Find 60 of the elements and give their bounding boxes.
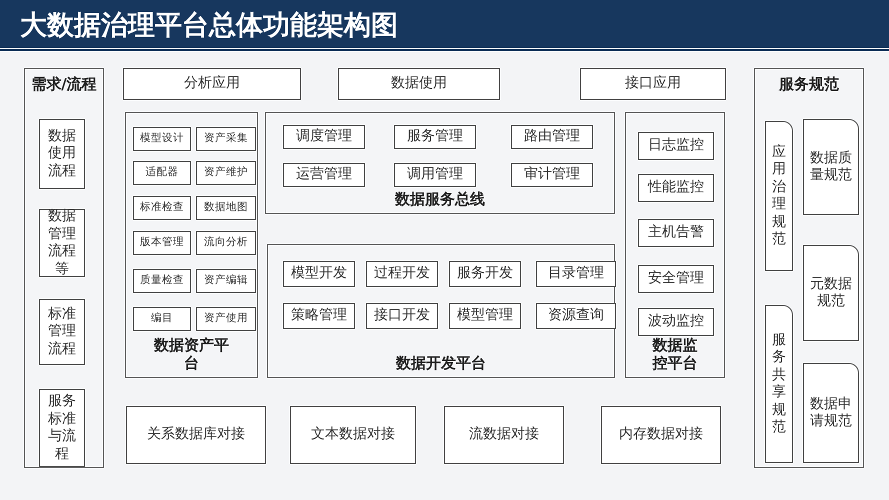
function-box: 模型开发 xyxy=(283,261,355,287)
function-box: 日志监控 xyxy=(638,132,714,160)
function-box: 资产采集 xyxy=(196,127,256,151)
function-box: 资产编辑 xyxy=(196,269,256,293)
panel xyxy=(754,68,864,468)
function-box: 资源查询 xyxy=(536,303,616,329)
function-box: 审计管理 xyxy=(511,163,593,187)
function-box: 模型管理 xyxy=(449,303,521,329)
function-box: 过程开发 xyxy=(366,261,438,287)
panel xyxy=(24,68,104,468)
panel-title: 数据监控平台 xyxy=(651,336,698,372)
function-box: 数据管理流程等 xyxy=(39,209,85,277)
function-box: 内存数据对接 xyxy=(601,406,721,464)
function-box: 流数据对接 xyxy=(444,406,564,464)
function-box: 适配器 xyxy=(133,161,191,185)
panel-title: 服务规范 xyxy=(778,75,840,93)
panel xyxy=(625,112,725,378)
panel-title: 数据开发平台 xyxy=(394,354,487,372)
panel xyxy=(125,112,258,378)
function-box: 标准管理流程 xyxy=(39,299,85,365)
panel xyxy=(267,244,615,378)
function-box: 服务共享规范 xyxy=(765,305,793,463)
function-box: 标准检查 xyxy=(133,196,191,220)
function-box: 接口应用 xyxy=(580,68,726,100)
function-box: 质量检查 xyxy=(133,269,191,293)
function-box: 路由管理 xyxy=(511,125,593,149)
function-box: 安全管理 xyxy=(638,265,714,293)
function-box: 编目 xyxy=(133,307,191,331)
function-box: 资产使用 xyxy=(196,307,256,331)
function-box: 分析应用 xyxy=(123,68,301,100)
panel-title: 需求/流程 xyxy=(31,75,97,93)
function-box: 波动监控 xyxy=(638,308,714,336)
function-box: 数据使用 xyxy=(338,68,500,100)
function-box: 流向分析 xyxy=(196,231,256,255)
function-box: 服务标准与流程 xyxy=(39,389,85,467)
panel-title: 数据服务总线 xyxy=(394,190,486,208)
function-box: 策略管理 xyxy=(283,303,355,329)
function-box: 关系数据库对接 xyxy=(126,406,266,464)
function-box: 应用治理规范 xyxy=(765,121,793,271)
function-box: 资产维护 xyxy=(196,161,256,185)
function-box: 主机告警 xyxy=(638,219,714,247)
function-box: 调度管理 xyxy=(283,125,365,149)
function-box: 接口开发 xyxy=(366,303,438,329)
function-box: 数据申请规范 xyxy=(803,363,859,463)
function-box: 目录管理 xyxy=(536,261,616,287)
function-box: 版本管理 xyxy=(133,231,191,255)
function-box: 模型设计 xyxy=(133,127,191,151)
function-box: 性能监控 xyxy=(638,174,714,202)
function-box: 服务开发 xyxy=(449,261,521,287)
function-box: 运营管理 xyxy=(283,163,365,187)
function-box: 调用管理 xyxy=(394,163,476,187)
function-box: 数据地图 xyxy=(196,196,256,220)
function-box: 元数据规范 xyxy=(803,245,859,341)
function-box: 服务管理 xyxy=(394,125,476,149)
panel xyxy=(265,112,615,214)
panel-title: 数据资产平台 xyxy=(152,336,230,372)
diagram-title: 大数据治理平台总体功能架构图 xyxy=(20,9,398,43)
function-box: 数据使用流程 xyxy=(39,119,85,189)
function-box: 数据质量规范 xyxy=(803,119,859,215)
function-box: 文本数据对接 xyxy=(290,406,416,464)
